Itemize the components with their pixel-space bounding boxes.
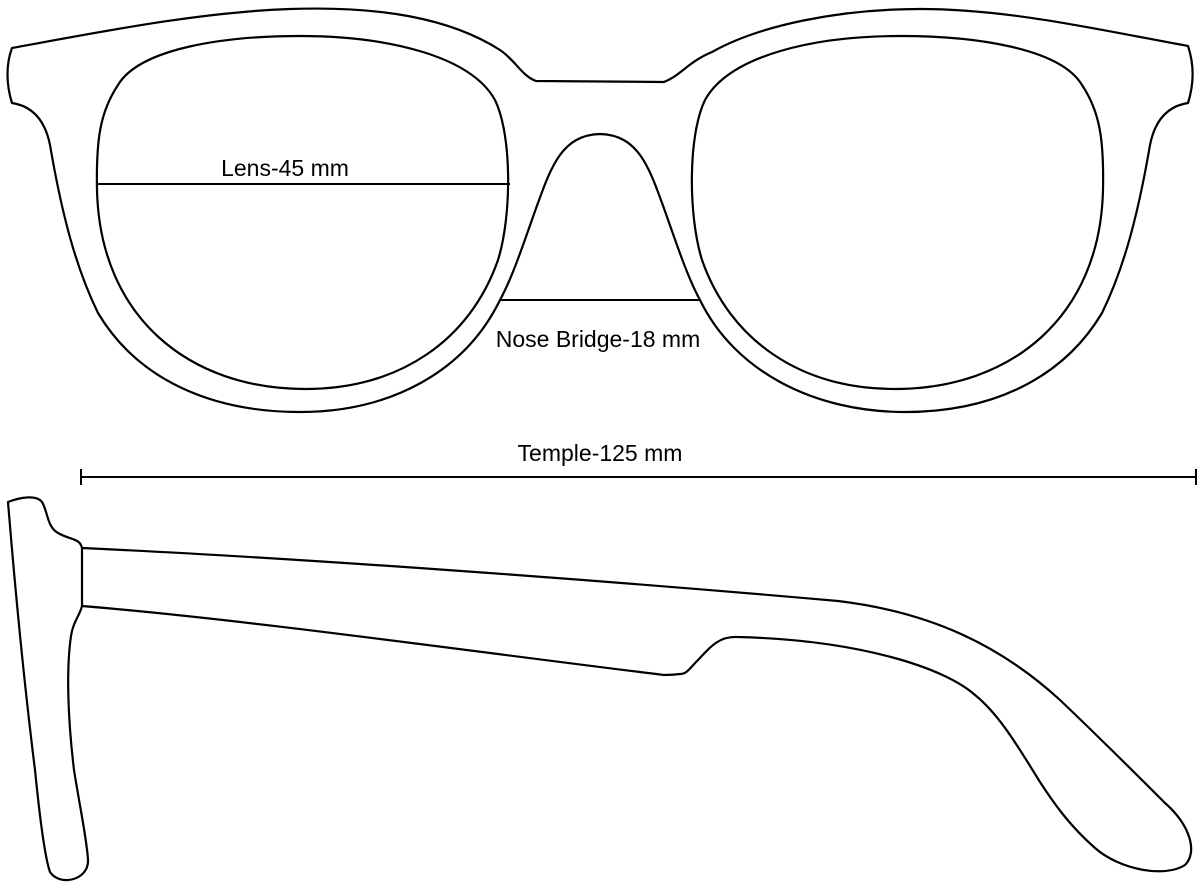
temple-arm (80, 546, 1193, 873)
nose-bridge-label: Nose Bridge-18 mm (496, 326, 701, 352)
lens-label: Lens-45 mm (221, 155, 349, 181)
right-lens (690, 34, 1105, 391)
frame-side-edge (6, 496, 90, 882)
temple-label: Temple-125 mm (518, 440, 683, 466)
front-view: Lens-45 mm Nose Bridge-18 mm (6, 7, 1194, 414)
frame-outline (6, 7, 1194, 414)
left-lens (95, 34, 510, 391)
side-view: Temple-125 mm (6, 440, 1197, 882)
